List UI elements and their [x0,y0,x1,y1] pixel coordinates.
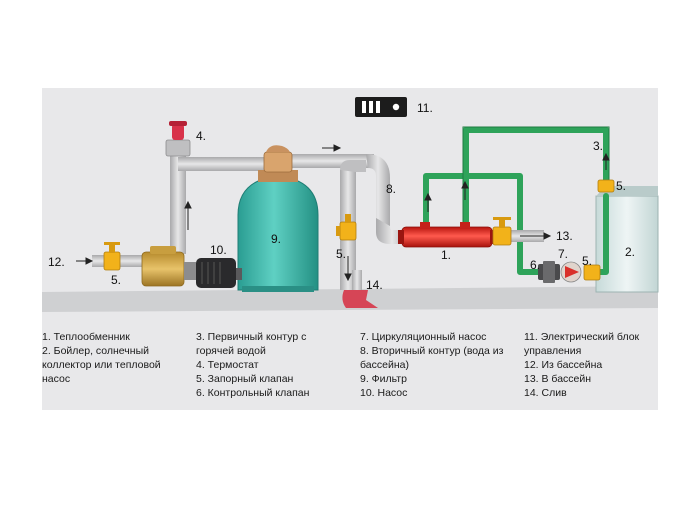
legend-column-3: 7. Циркуляционный насос 8. Вторичный кон… [360,330,510,400]
filter-pump-icon [141,246,242,288]
callout-3: 3. [593,139,603,153]
control-unit-icon [355,97,407,117]
callout-5-boiler-bottom: 5. [582,254,592,268]
callout-13: 13. [556,229,573,243]
secondary-circuit-pipes [92,154,544,292]
shutoff-valve-boiler-icon [583,179,615,281]
shutoff-valve-inlet-icon [103,242,121,271]
legend-item: 1. Теплообменник [42,331,130,343]
shutoff-valve-return-icon [336,214,357,241]
callout-labels: 1. 2. 3. 4. 5. 5. 5. 5. 6. 7. 8. 9. 10. … [48,101,635,292]
callout-2: 2. [625,245,635,259]
primary-circuit-outline [462,126,610,222]
callout-9: 9. [271,232,281,246]
callout-11: 11. [417,101,433,115]
callout-5-inlet: 5. [111,273,121,287]
callout-6: 6. [530,258,540,272]
flow-arrows [76,144,610,282]
legend-item: 3. Первичный контур с горячей водой [196,331,307,357]
legend-item: 12. Из бассейна [524,359,603,371]
legend-item: 8. Вторичный контур (вода из бассейна) [360,345,504,371]
circulation-pump-icon [560,261,582,283]
legend-item: 10. Насос [360,387,408,399]
legend-column-2: 3. Первичный контур с горячей водой 4. Т… [196,330,346,400]
filter-tank-icon [237,145,319,292]
check-valve-icon [538,261,560,283]
legend-item: 6. Контрольный клапан [196,387,310,399]
legend-item: 9. Фильтр [360,373,407,385]
callout-10: 10. [210,243,227,257]
callout-8: 8. [386,182,396,196]
callout-5-return: 5. [336,247,346,261]
thermostat-icon [165,121,191,157]
legend-item: 11. Электрический блок управления [524,331,640,357]
callout-5-boiler-top: 5. [616,179,626,193]
legend-column-4: 11. Электрический блок управления 12. Из… [524,330,654,400]
legend-item: 13. В бассейн [524,373,592,385]
callout-4: 4. [196,129,206,143]
drain-icon [342,290,378,308]
callout-7: 7. [558,247,568,261]
legend-item: 4. Термостат [196,359,259,371]
callout-14: 14. [366,278,383,292]
callout-1: 1. [441,248,451,262]
callout-12: 12. [48,255,65,269]
legend-item: 7. Циркуляционный насос [360,331,487,343]
legend-column-1: 1. Теплообменник 2. Бойлер, солнечный ко… [42,330,172,386]
legend-item: 14. Слив [524,387,567,399]
legend-item: 5. Запорный клапан [196,373,294,385]
shutoff-valve-outlet-icon [492,217,512,246]
legend-item: 2. Бойлер, солнечный коллектор или тепло… [42,345,161,385]
